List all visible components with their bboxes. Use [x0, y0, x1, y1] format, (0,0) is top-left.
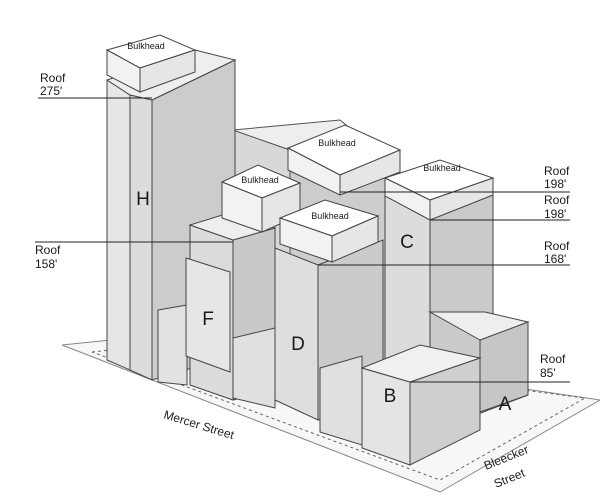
- street-label-bleecker-2: Street: [492, 466, 528, 491]
- bulkhead-f: [220, 164, 302, 233]
- bulkhead-label-d: Bulkhead: [311, 211, 349, 221]
- building-letter-h: H: [136, 189, 150, 210]
- bulkhead-label-back: Bulkhead: [318, 138, 356, 148]
- street-label-mercer: Mercer Street: [162, 407, 236, 442]
- bulkhead-label-c: Bulkhead: [423, 163, 461, 173]
- roof-label-b: Roof: [540, 352, 566, 366]
- roof-height-b: 85': [540, 366, 556, 380]
- bulkhead-d: [278, 199, 380, 263]
- roof-label-h: Roof: [40, 71, 66, 85]
- podium-h: [157, 304, 188, 386]
- roof-label-d: Roof: [544, 239, 570, 253]
- building-letter-c: C: [400, 232, 414, 253]
- bulkhead-h: [105, 34, 197, 93]
- building-letter-a: A: [499, 394, 512, 415]
- building-letter-f: F: [202, 309, 214, 330]
- bulkhead-back: [286, 124, 402, 196]
- roof-height-back: 198': [544, 177, 566, 191]
- roof-height-h: 275': [40, 84, 62, 98]
- roof-height-c: 198': [544, 207, 566, 221]
- roof-label-c: Roof: [544, 193, 570, 207]
- roof-label-back: Roof: [544, 164, 570, 178]
- podium-db: [319, 355, 363, 446]
- bulkhead-label-h: Bulkhead: [127, 41, 165, 51]
- roof-leaders: [35, 97, 570, 383]
- roof-height-d: 168': [544, 252, 566, 266]
- roof-label-f: Roof: [35, 243, 61, 257]
- bulkhead-label-f: Bulkhead: [241, 175, 279, 185]
- building-letter-d: D: [291, 334, 305, 355]
- building-b: [360, 344, 482, 466]
- roof-height-f: 158': [35, 257, 57, 271]
- podium-fd: [232, 327, 276, 409]
- building-letter-b: B: [384, 386, 397, 407]
